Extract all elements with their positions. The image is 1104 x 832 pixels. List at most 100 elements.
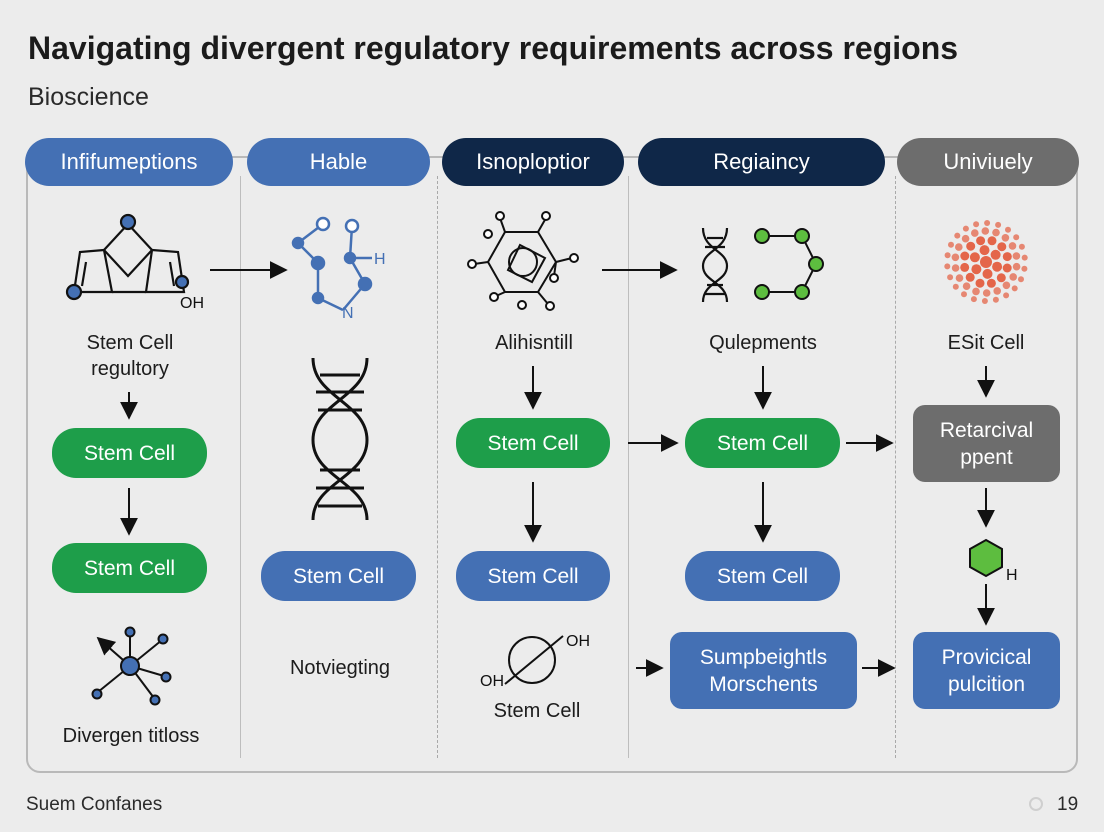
cell-dot	[965, 272, 975, 282]
node-col4-stem-cell-2: Stem Cell	[685, 551, 840, 601]
chem-label-h-col2: H	[374, 251, 386, 268]
cell-dot	[961, 234, 970, 243]
cell-dot	[951, 264, 960, 272]
node-col3-stem-cell-2: Stem Cell	[456, 551, 610, 601]
node-col3-stem-cell-1: Stem Cell	[456, 418, 610, 468]
cell-dot	[970, 296, 977, 303]
header-1: Infifumeptions	[25, 138, 233, 186]
cell-dot	[960, 262, 970, 272]
cell-dot	[1001, 234, 1010, 242]
node-col4-box: Sumpbeightls Morschents	[670, 632, 857, 709]
column-separator-2	[437, 176, 438, 758]
node-col1-stem-cell-2: Stem Cell	[52, 543, 207, 593]
cell-dot	[971, 264, 982, 275]
cell-dot	[973, 221, 980, 228]
cell-dot	[960, 251, 970, 261]
cell-dot	[1013, 234, 1020, 241]
label-col1-bottom: Divergen titloss	[62, 725, 200, 747]
cell-dot	[954, 232, 961, 239]
chain-molecule-icon	[291, 216, 373, 312]
cell-dot	[1021, 254, 1028, 261]
cell-dot	[996, 273, 1006, 283]
cell-dot	[984, 220, 991, 226]
node-col5-box-1: Retarcival ppent	[913, 405, 1060, 482]
label-col1-top-text: Stem Cell regultory	[86, 332, 174, 380]
label-col3-top: Alihisntill	[495, 332, 573, 354]
cell-dot	[955, 243, 963, 251]
cell-dot	[992, 296, 999, 303]
cell-dot	[980, 256, 992, 268]
cell-dot	[990, 249, 1001, 260]
chem-label-oh-col3-left: OH	[480, 673, 504, 690]
cell-dot	[1021, 265, 1028, 272]
column-separator-1	[240, 176, 241, 758]
cell-dot	[975, 278, 985, 288]
chem-label-h-col5: H	[1006, 567, 1018, 584]
page-number: 19	[1057, 794, 1079, 815]
cell-dot	[982, 268, 993, 279]
footer-text: Suem Confanes	[26, 794, 163, 815]
cell-dot	[1018, 276, 1024, 283]
cell-dot	[972, 287, 980, 296]
cell-dot	[966, 241, 976, 251]
label-col1-top: Stem Cell regultory	[60, 330, 200, 382]
hexagon-molecule-icon	[969, 538, 1003, 578]
cell-dot	[1012, 252, 1021, 260]
cell-dot	[1008, 242, 1017, 250]
cell-dot	[1005, 226, 1011, 233]
cell-dot	[986, 278, 996, 288]
cell-dot	[981, 227, 990, 235]
node-col1-stem-cell-1: Stem Cell	[52, 428, 207, 478]
cell-dot	[952, 283, 959, 290]
cell-dot	[992, 228, 1000, 237]
cell-dot	[1012, 262, 1021, 271]
complex-molecule-icon	[467, 211, 579, 311]
dna-helix-icon-small	[701, 227, 729, 303]
cell-dot	[993, 287, 1001, 295]
cell-dot	[1003, 292, 1010, 299]
chem-label-oh-col3-right: OH	[566, 633, 590, 650]
cell-dot	[976, 236, 986, 246]
cell-dot	[947, 274, 954, 281]
network-node-icon	[91, 626, 172, 706]
column-separator-3	[628, 176, 629, 758]
cell-dot	[997, 242, 1007, 252]
header-3: Isnoploptior	[442, 138, 624, 186]
flow-arrows	[120, 261, 995, 677]
cell-dot	[1009, 273, 1017, 281]
cell-dot	[971, 229, 979, 237]
column-separator-4	[895, 176, 896, 758]
cell-dot	[981, 298, 988, 304]
cell-dot	[948, 241, 954, 248]
label-col3-bottom: Stem Cell	[493, 700, 581, 722]
molecule-icon-col1	[65, 213, 190, 301]
cell-dot	[1002, 281, 1011, 290]
cell-dot	[944, 263, 951, 270]
node-col4-stem-cell-1: Stem Cell	[685, 418, 840, 468]
label-col2-bottom: Notviegting	[289, 657, 391, 679]
cell-dot	[1002, 263, 1012, 273]
green-chain-molecule-icon	[754, 228, 824, 300]
cell-dot	[982, 289, 991, 297]
header-2: Hable	[247, 138, 430, 186]
chem-label-oh-col1: OH	[180, 295, 204, 312]
cell-dot	[962, 225, 969, 232]
cell-dot	[1002, 252, 1012, 262]
chem-label-n-col2: N	[342, 305, 354, 322]
cell-dot	[995, 221, 1002, 228]
cell-cluster-icon	[944, 220, 1028, 304]
cell-dot	[951, 253, 960, 262]
dna-helix-icon-large	[311, 357, 369, 521]
node-col2-stem-cell: Stem Cell	[261, 551, 416, 601]
page-icon	[1029, 797, 1043, 811]
cell-dot	[992, 261, 1003, 272]
cell-dot	[961, 291, 967, 298]
cell-dot	[962, 282, 971, 291]
cell-dot	[955, 274, 964, 282]
page-subtitle: Bioscience	[28, 83, 149, 111]
header-5: Univiuely	[897, 138, 1079, 186]
ring-molecule-icon	[504, 635, 564, 685]
cell-dot	[1011, 285, 1018, 292]
page-title: Navigating divergent regulatory requirem…	[28, 30, 959, 66]
